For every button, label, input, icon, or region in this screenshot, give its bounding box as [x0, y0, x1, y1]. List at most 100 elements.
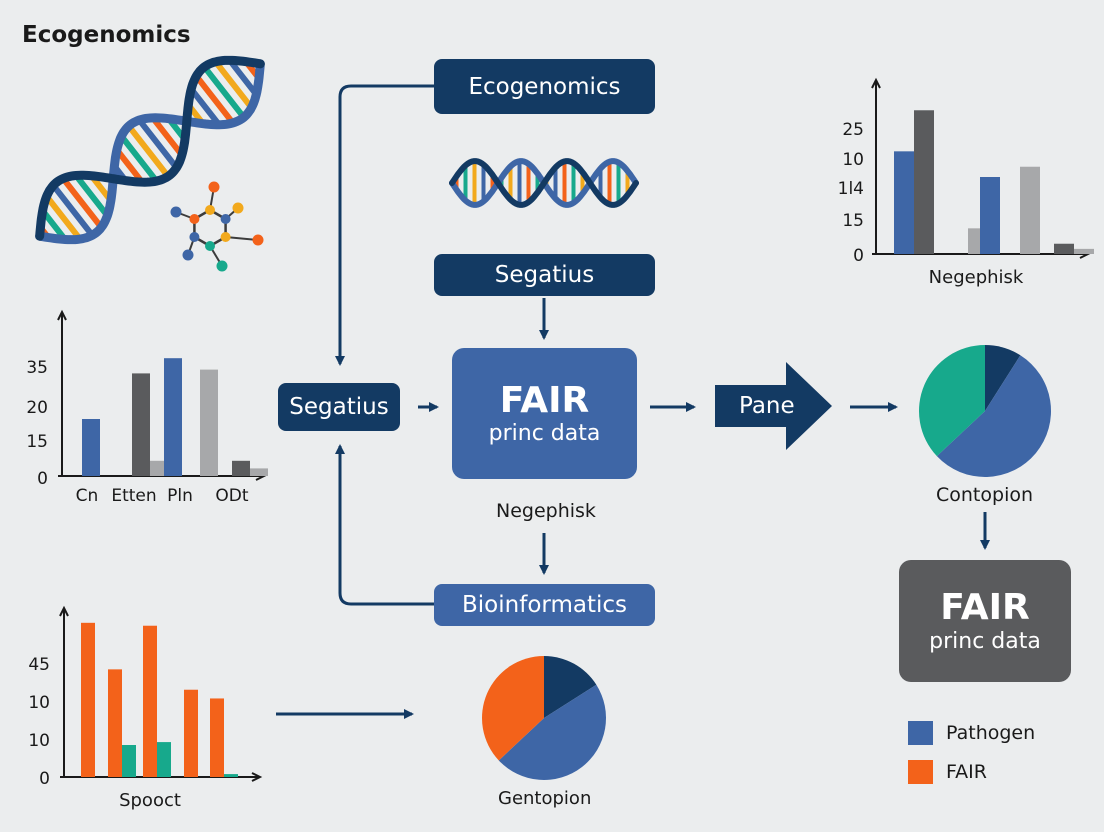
fair-right-box[interactable]: FAIR princ data — [899, 560, 1071, 682]
bar — [914, 110, 934, 255]
segatius-left-box[interactable]: Segatius — [278, 383, 400, 431]
segatius-top-box[interactable]: Segatius — [434, 254, 655, 296]
pie-slice — [985, 345, 1021, 411]
helix-rung — [118, 133, 160, 185]
fair-right-title: FAIR — [940, 587, 1030, 629]
bar — [122, 745, 136, 777]
helix-rung — [125, 123, 172, 180]
ecogenomics-box[interactable]: Ecogenomics — [434, 59, 655, 114]
molecule-icon — [170, 181, 264, 272]
arrow-ecogenomics-to-segatius — [335, 84, 434, 366]
helix-rung — [212, 58, 255, 111]
helix-rung — [73, 172, 111, 219]
negephisk-label: Negephisk — [496, 500, 596, 522]
y-tick-label: 10 — [28, 731, 50, 751]
bar — [164, 358, 182, 476]
contopion-label: Contopion — [936, 484, 1034, 506]
molecule-atom — [182, 249, 194, 261]
y-tick-label: 25 — [842, 120, 864, 140]
arrow-bioinformatics-to-segatius — [335, 444, 434, 606]
molecule-atom — [205, 241, 215, 251]
bar — [1020, 166, 1040, 254]
helix-rung — [113, 146, 146, 186]
helix-rung — [136, 117, 180, 171]
legend-label-fair: FAIR — [946, 761, 987, 783]
page-title: Ecogenomics — [22, 22, 191, 48]
y-tick-label: 10 — [28, 693, 50, 713]
y-tick-label: 1l4 — [838, 179, 864, 199]
x-tick-label: Etten — [111, 486, 156, 506]
dna-helix-icon — [35, 55, 265, 245]
legend-swatch-fair — [908, 760, 933, 784]
fair-center-title: FAIR — [499, 379, 590, 421]
helix-rung — [60, 175, 105, 231]
molecule-atom — [220, 232, 231, 242]
bar — [224, 774, 238, 777]
bar — [232, 460, 250, 476]
bar — [82, 419, 100, 476]
y-tick-label: 20 — [26, 398, 48, 418]
y-tick-label: 10 — [842, 150, 864, 170]
ecogenomics-box-label: Ecogenomics — [468, 73, 621, 100]
y-tick-label: 35 — [26, 358, 48, 378]
molecule-atom — [216, 260, 228, 272]
molecule-atom — [189, 214, 200, 224]
pane-arrow-shape — [715, 362, 832, 450]
helix-rung — [149, 114, 185, 159]
molecule-atom — [232, 202, 244, 214]
bar — [894, 151, 914, 254]
pie-slice — [498, 684, 606, 780]
fair-center-box[interactable]: FAIR princ data — [452, 348, 637, 479]
bar — [1074, 248, 1094, 254]
fair-center-subtitle: princ data — [488, 421, 601, 446]
x-axis-label: Negephisk — [929, 267, 1024, 288]
y-tick-label: 0 — [37, 469, 48, 489]
legend-item-pathogen: Pathogen — [908, 718, 1035, 748]
small-dna-helix-icon — [449, 158, 639, 208]
pie-chart-bottom — [482, 656, 606, 780]
pane-label: Pane — [739, 393, 795, 419]
helix-rung — [226, 57, 260, 98]
bar — [150, 460, 168, 476]
dna-helix-inner — [35, 55, 265, 245]
helix-rung — [188, 86, 223, 128]
molecule-atom — [205, 205, 215, 215]
molecule-atom — [208, 181, 220, 193]
x-tick-label: Cn — [76, 486, 99, 506]
x-axis-arrow — [251, 772, 263, 782]
legend-label-pathogen: Pathogen — [946, 722, 1036, 744]
pie-slice — [936, 355, 1052, 478]
y-tick-label: 0 — [39, 769, 50, 789]
molecule-atom — [220, 214, 231, 224]
helix-rung — [193, 73, 236, 126]
x-axis-label: Spooct — [119, 790, 181, 811]
bar — [184, 689, 198, 777]
bar — [143, 625, 157, 777]
pie-slice — [544, 656, 597, 718]
pie-chart-right — [919, 345, 1052, 478]
helix-strand — [35, 55, 265, 241]
bar — [980, 177, 1000, 254]
segatius-top-box-label: Segatius — [494, 262, 595, 288]
bar — [200, 369, 218, 476]
fair-right-subtitle: princ data — [929, 628, 1041, 654]
y-tick-label: 15 — [26, 432, 48, 452]
x-tick-label: Pln — [167, 486, 193, 506]
y-axis-arrow — [871, 77, 881, 89]
bar — [157, 742, 171, 777]
bioinformatics-box[interactable]: Bioinformatics — [434, 584, 655, 626]
molecule-atom — [252, 234, 264, 246]
pie-slice — [919, 345, 985, 457]
molecule-atom — [170, 206, 182, 218]
bar — [210, 698, 224, 777]
legend-item-fair: FAIR — [908, 757, 1035, 787]
x-tick-label: ODt — [215, 486, 248, 506]
bar — [1054, 243, 1074, 254]
molecule-atom — [189, 232, 200, 242]
y-axis-arrow — [59, 605, 69, 617]
gentopion-label: Gentopion — [498, 788, 592, 809]
legend-swatch-pathogen — [908, 721, 933, 745]
bar — [81, 622, 95, 777]
